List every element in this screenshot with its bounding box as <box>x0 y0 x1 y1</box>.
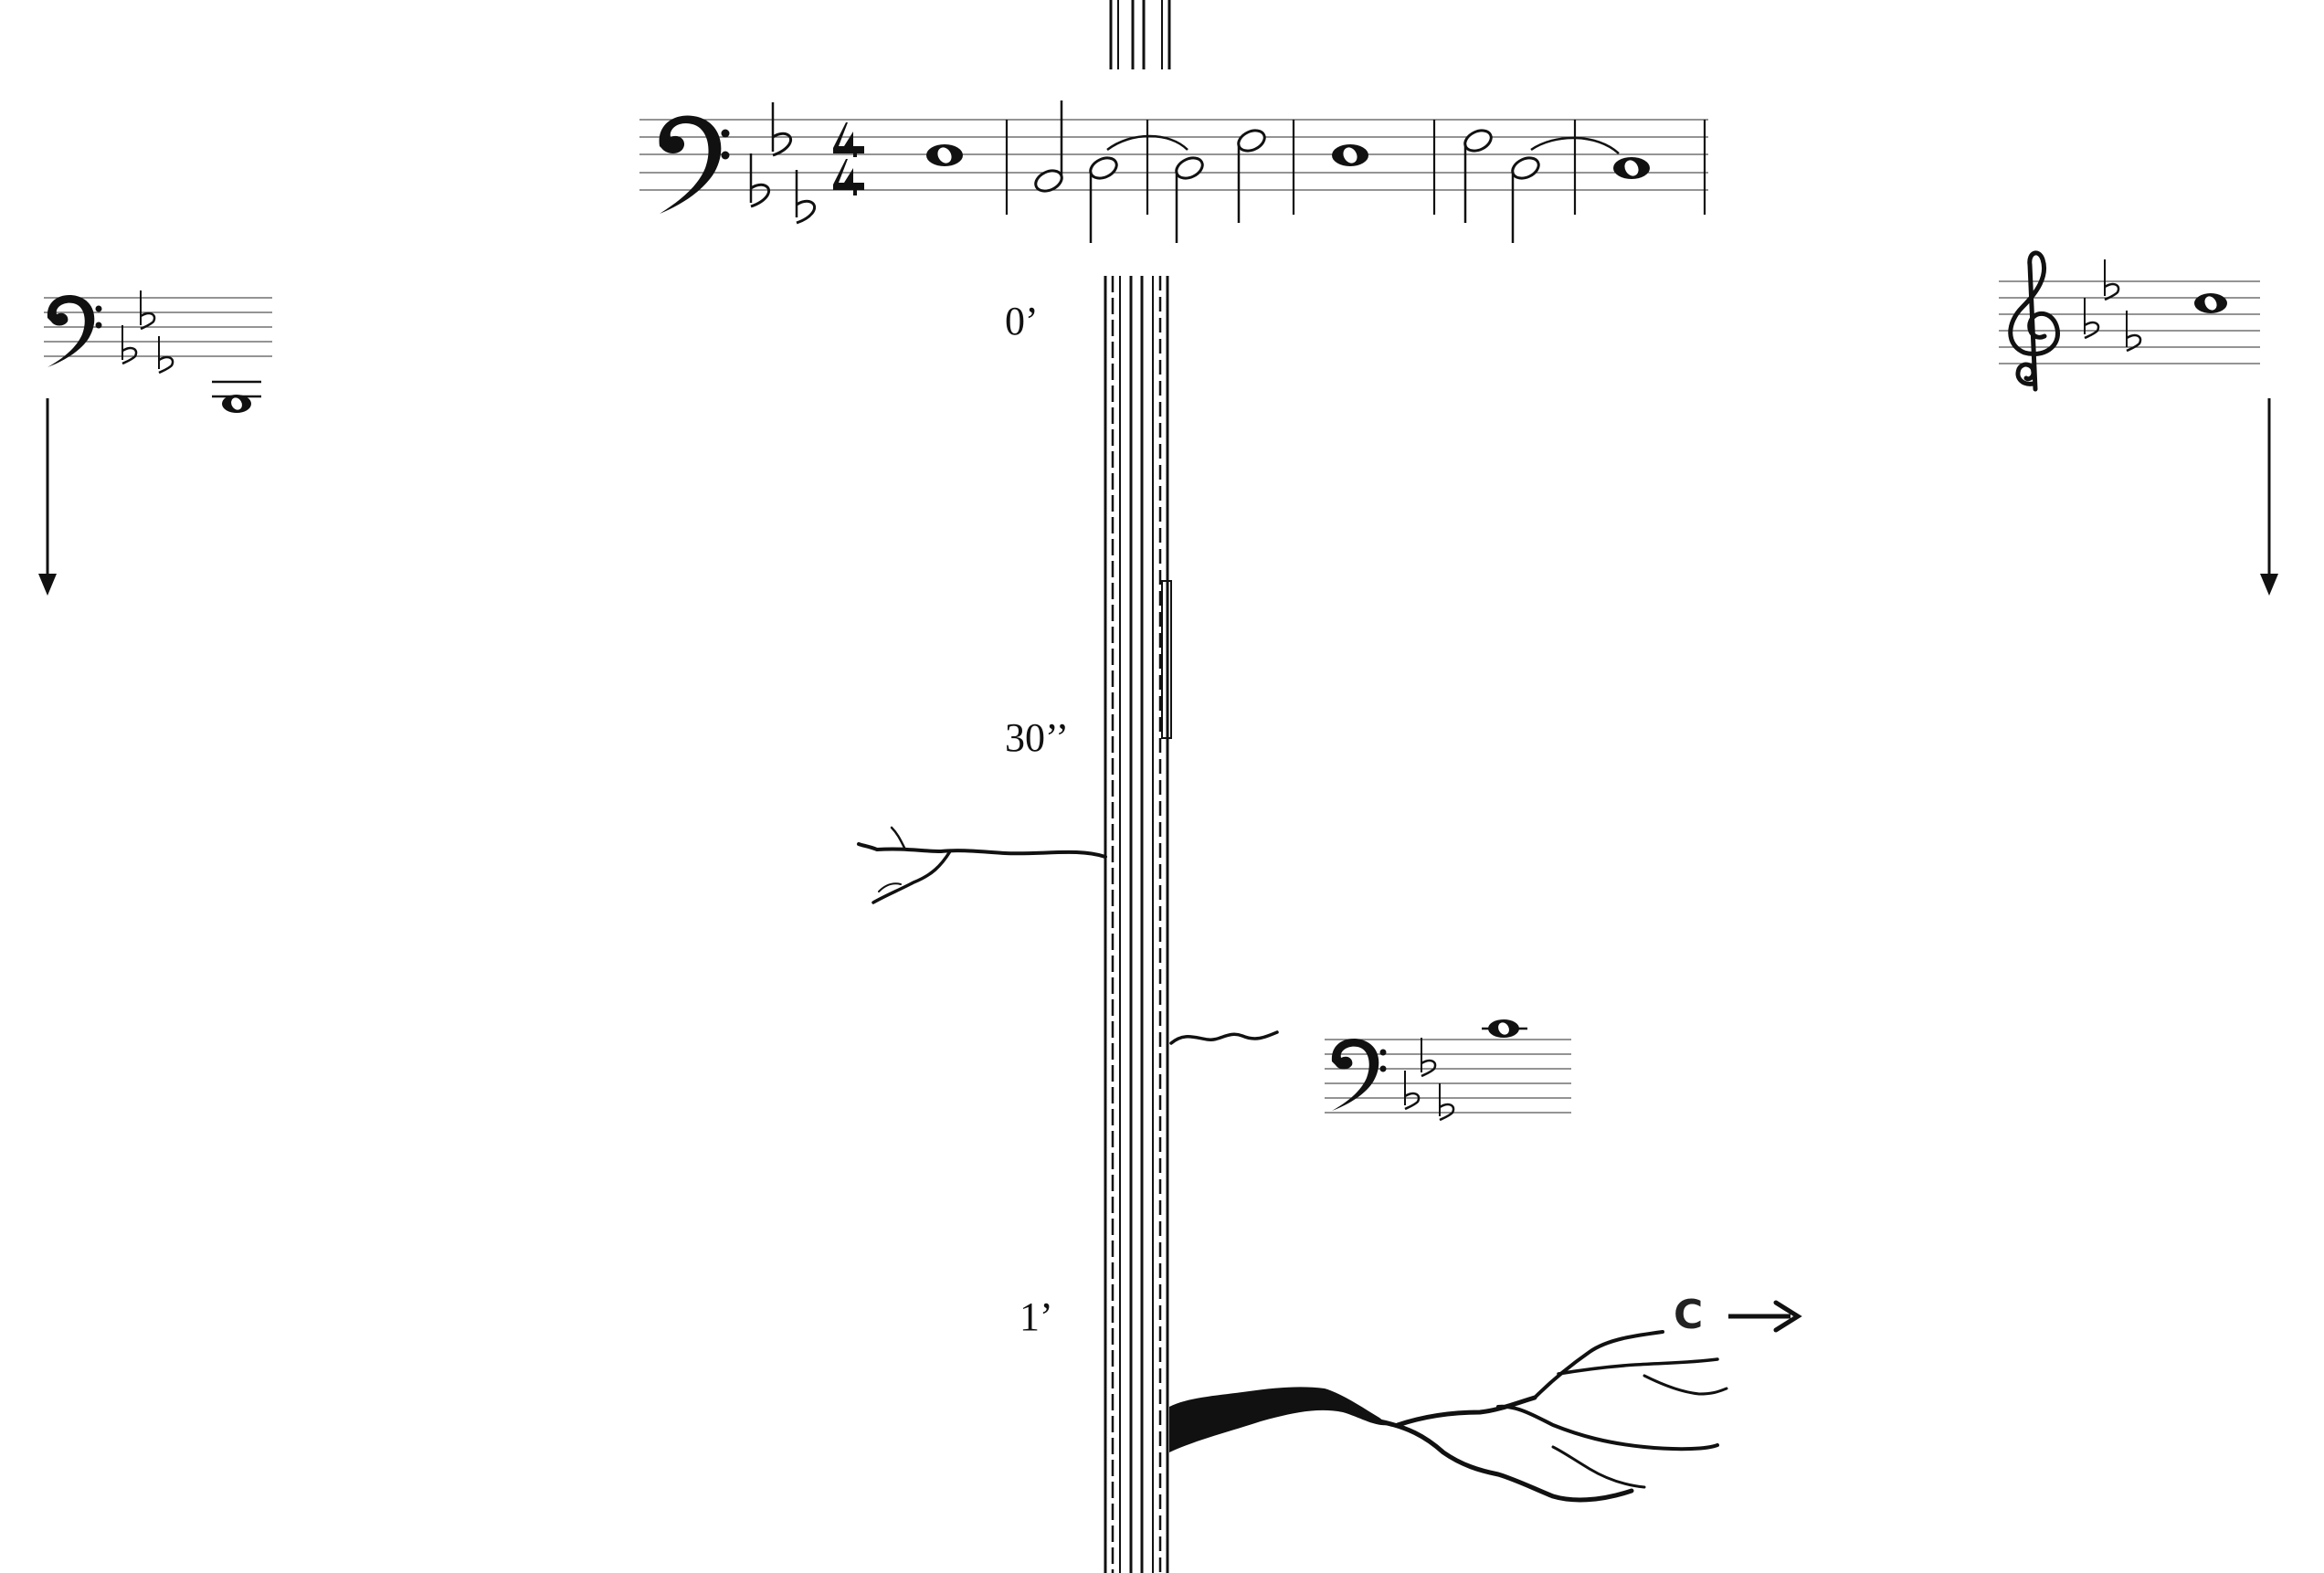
bass-clef-icon <box>47 295 102 367</box>
half-note <box>1511 156 1540 243</box>
time-label-30: 30’’ <box>1005 715 1070 760</box>
tie <box>1106 134 1188 151</box>
flat-icon <box>158 336 174 375</box>
flat-icon <box>771 102 792 157</box>
bass-clef-icon <box>659 115 730 214</box>
half-note <box>1237 129 1266 223</box>
half-note <box>1175 156 1204 243</box>
time-signature <box>833 122 864 195</box>
treble-clef-icon <box>2008 250 2060 392</box>
whole-note <box>1613 157 1650 179</box>
whole-note <box>2194 293 2227 313</box>
left-staff <box>44 290 272 413</box>
branch-left <box>857 826 1107 904</box>
flat-icon <box>2104 259 2120 301</box>
time-label-0: 0’ <box>1005 299 1039 343</box>
half-note <box>1089 156 1118 243</box>
flat-icon <box>1421 1038 1437 1078</box>
key-signature <box>749 102 816 225</box>
arrow-down-icon <box>38 398 57 596</box>
main-staff-lines <box>639 119 1708 191</box>
half-note <box>1463 129 1493 223</box>
flat-icon <box>2084 298 2100 340</box>
time-label-1: 1’ <box>1019 1294 1053 1339</box>
bass-clef-icon <box>1331 1039 1387 1111</box>
flat-icon <box>795 170 816 225</box>
whole-note <box>222 395 251 413</box>
flat-icon <box>1439 1083 1455 1122</box>
flat-icon <box>1404 1071 1421 1111</box>
whole-note <box>926 144 963 166</box>
flat-icon <box>2126 311 2142 353</box>
right-staff <box>1999 250 2260 392</box>
timeline-column <box>1104 0 1172 1573</box>
cue-arrow-icon <box>1728 1300 1802 1333</box>
flat-icon <box>121 325 138 365</box>
flat-icon <box>749 153 770 208</box>
whole-note <box>1332 144 1368 166</box>
branch-right <box>1169 1330 1728 1503</box>
main-staff <box>639 100 1708 243</box>
timeline-main <box>1104 276 1172 1573</box>
arrow-down-icon <box>2260 398 2278 596</box>
half-note <box>1034 100 1063 193</box>
cue-letter: C <box>1674 1292 1704 1338</box>
flat-icon <box>140 290 156 331</box>
squiggle <box>1169 1030 1279 1045</box>
mid-staff <box>1325 1019 1571 1122</box>
timeline-top-stub <box>1109 0 1171 69</box>
whole-note <box>1488 1019 1519 1038</box>
